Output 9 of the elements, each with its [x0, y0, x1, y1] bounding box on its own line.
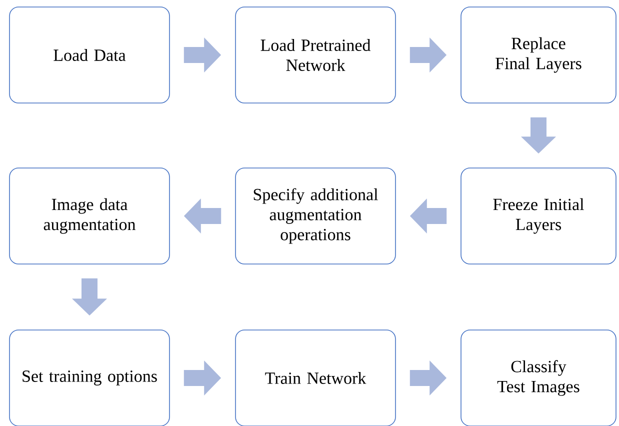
process-box: Set training options — [9, 330, 170, 426]
process-box: Load Data — [9, 6, 170, 104]
process-box: Image data augmentation — [9, 168, 170, 264]
process-box: Freeze Initial Layers — [460, 168, 616, 264]
process-box: Specify additional augmentation operations — [235, 168, 396, 264]
process-box: Train Network — [235, 330, 396, 426]
process-box: Replace Final Layers — [460, 6, 616, 104]
process-box: Load Pretrained Network — [235, 6, 396, 104]
process-box: Classify Test Images — [460, 330, 616, 426]
